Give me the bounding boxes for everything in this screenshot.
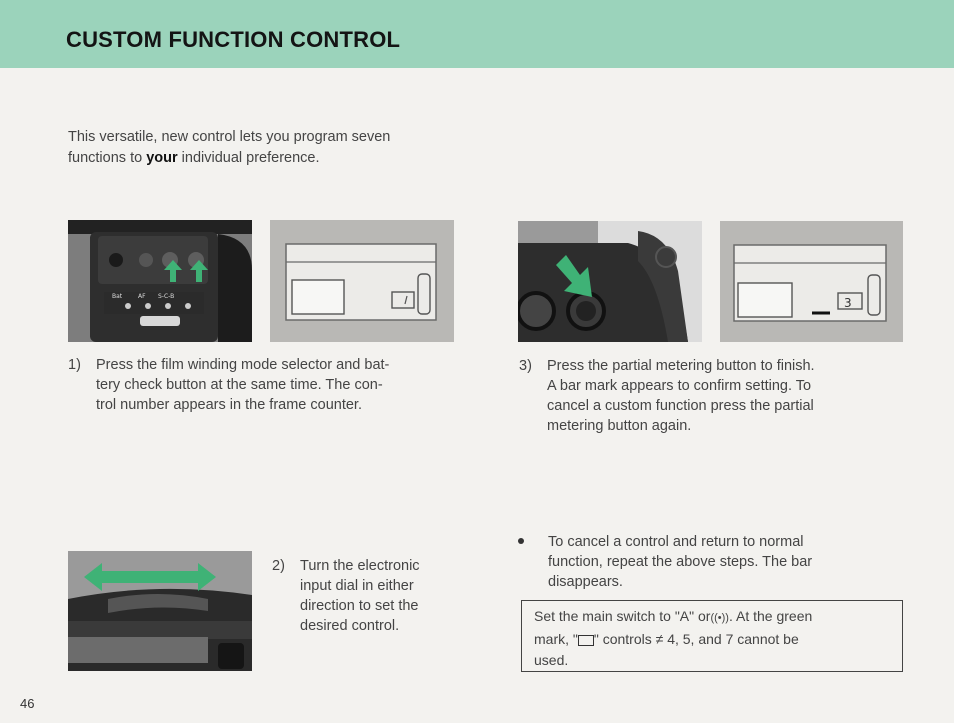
step-2-number: 2) xyxy=(272,558,285,574)
step-2-line-1: Turn the electronic xyxy=(300,558,420,574)
page-number: 46 xyxy=(20,696,35,711)
step-3: 3) Press the partial metering button to … xyxy=(519,356,905,440)
step-2-line-2: input dial in either xyxy=(300,578,414,594)
step-2-line-3: direction to set the xyxy=(300,598,419,614)
note-line-3: used. xyxy=(534,652,569,668)
af-label: AF xyxy=(138,293,146,300)
note-line-2-end: " controls ≠ 4, 5, and 7 cannot be xyxy=(593,631,799,647)
note-line-1-start: Set the main switch to "A" or xyxy=(534,608,711,624)
camera-top-panel-photo: Bat AF S-C-B xyxy=(68,220,252,342)
bullet-line-3: disappears. xyxy=(548,574,623,590)
wave-symbol-icon: ((•)) xyxy=(710,612,729,624)
step-1-number: 1) xyxy=(68,357,81,373)
step-1-line-2: tery check button at the same time. The … xyxy=(96,377,383,393)
step-2: 2) Turn the electronic input dial in eit… xyxy=(272,556,456,640)
lcd-digit: 3 xyxy=(844,296,852,310)
input-dial-photo xyxy=(68,551,252,671)
step-1-line-1: Press the film winding mode selector and… xyxy=(96,357,390,373)
input-dial-illustration xyxy=(68,551,252,671)
frame-symbol-icon xyxy=(577,634,594,646)
cancel-bullet: To cancel a control and return to normal… xyxy=(548,532,902,596)
partial-metering-button-photo xyxy=(518,221,702,342)
step-1: 1) Press the film winding mode selector … xyxy=(68,355,456,421)
step-3-line-2: A bar mark appears to confirm setting. T… xyxy=(547,378,812,394)
bullet-line-1: To cancel a control and return to normal xyxy=(548,534,804,550)
intro-line-2-start: functions to xyxy=(68,150,143,166)
note-line-2-start: mark, " xyxy=(534,631,578,647)
step-2-line-4: desired control. xyxy=(300,618,400,634)
intro-paragraph: This versatile, new control lets you pro… xyxy=(68,127,468,169)
lcd-panel-1-illustration xyxy=(270,220,454,342)
bullet-dot xyxy=(518,538,524,544)
bat-label: Bat xyxy=(112,293,123,300)
note-line-1-end: . At the green xyxy=(728,608,813,624)
lcd-panel-3: 3 xyxy=(720,221,903,342)
note-text: Set the main switch to "A" or((•)). At t… xyxy=(534,606,892,671)
lcd-panel-3-illustration: 3 xyxy=(720,221,903,342)
intro-line-2-end: individual preference. xyxy=(181,150,320,166)
note-box xyxy=(521,600,903,672)
step-3-number: 3) xyxy=(519,358,532,374)
header-band: CUSTOM FUNCTION CONTROL xyxy=(0,0,954,68)
step-3-line-1: Press the partial metering button to fin… xyxy=(547,358,815,374)
step-3-line-4: metering button again. xyxy=(547,418,692,434)
lcd-panel-1 xyxy=(270,220,454,342)
partial-metering-illustration xyxy=(518,221,702,342)
camera-top-panel-illustration: Bat AF S-C-B xyxy=(68,220,252,342)
page-title: CUSTOM FUNCTION CONTROL xyxy=(66,27,401,52)
step-1-line-3: trol number appears in the frame counter… xyxy=(96,397,362,413)
bullet-line-2: function, repeat the above steps. The ba… xyxy=(548,554,813,570)
scb-label: S-C-B xyxy=(158,293,174,300)
intro-line-1: This versatile, new control lets you pro… xyxy=(68,129,391,145)
intro-emphasis: your xyxy=(146,150,178,166)
step-3-line-3: cancel a custom function press the parti… xyxy=(547,398,814,414)
